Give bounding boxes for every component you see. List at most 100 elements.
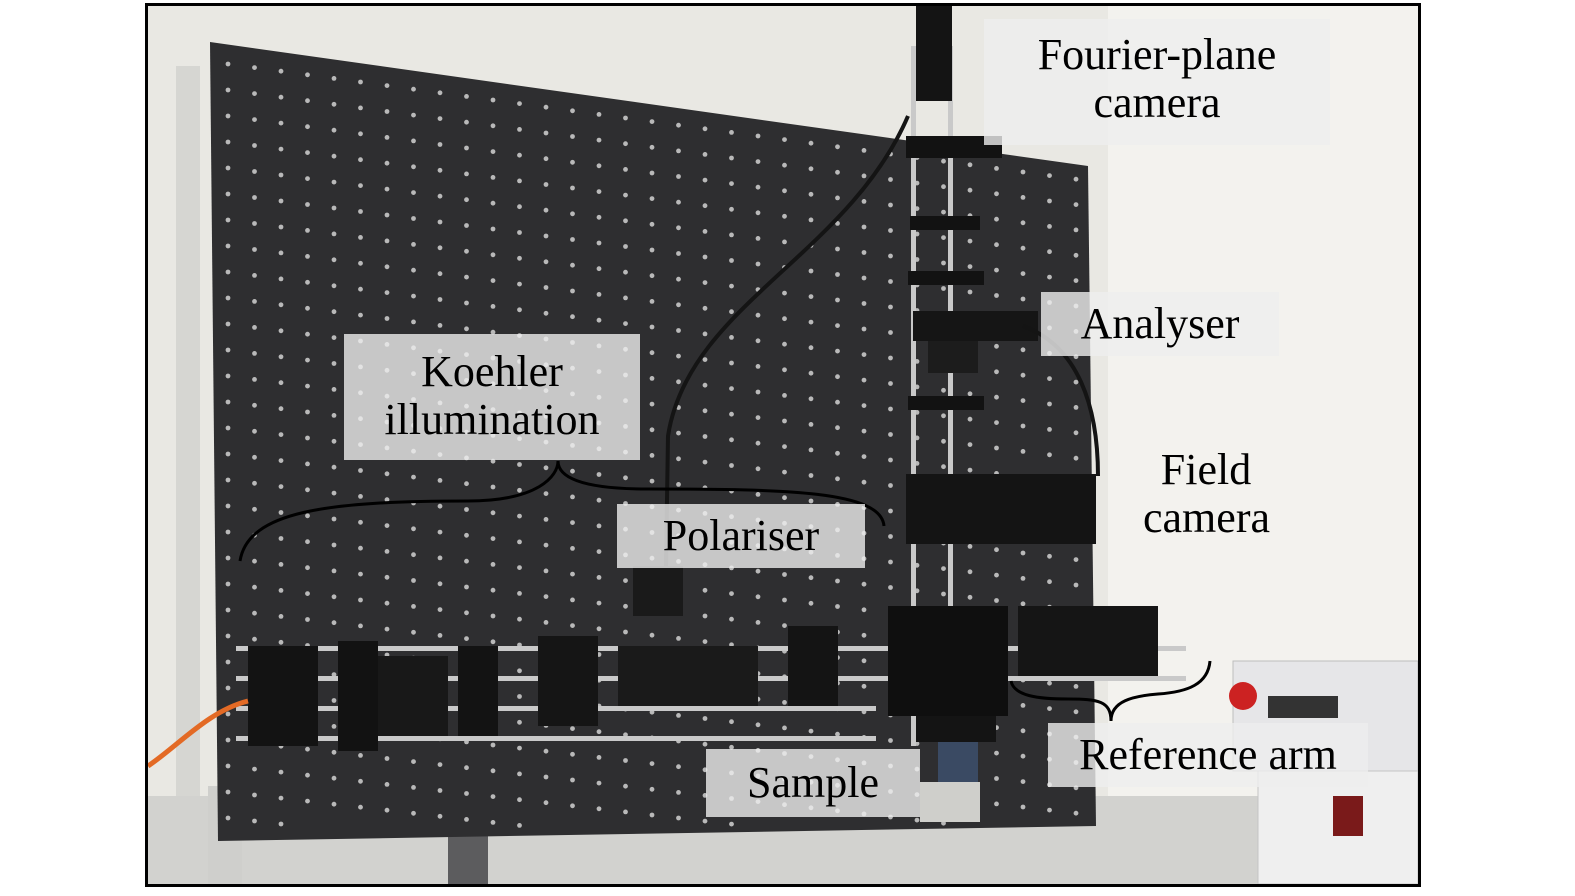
breadboard-hole [464,248,469,254]
label-polariser: Polariser [617,504,865,568]
breadboard-hole [649,119,655,124]
breadboard-hole [331,568,337,574]
breadboard-hole [225,555,231,561]
breadboard-hole [437,142,443,147]
breadboard-hole [437,297,443,302]
breadboard-hole [994,191,999,197]
breadboard-hole [914,817,920,823]
breadboard-hole [1020,195,1026,200]
breadboard-hole [490,768,496,774]
breadboard-hole [225,685,231,691]
breadboard-hole [543,233,549,239]
optical-fiber [148,698,249,769]
breadboard-hole [1073,582,1079,588]
breadboard-hole [596,266,602,272]
breadboard-hole [649,453,655,458]
breadboard-hole [888,457,893,463]
breadboard-hole [835,195,840,201]
label-koehler-line1: Koehler [421,347,563,396]
breadboard-hole [702,331,708,337]
breadboard-hole [702,229,708,234]
breadboard-hole [305,591,310,596]
breadboard-hole [570,803,575,809]
breadboard-hole [994,369,999,375]
breadboard-hole [490,226,496,232]
breadboard-hole [755,466,761,472]
breadboard-hole [649,786,655,792]
breadboard-hole [358,804,363,810]
breadboard-hole [252,351,257,356]
breadboard-hole [225,139,231,145]
breadboard-hole [490,175,496,180]
breadboard-hole [1020,779,1026,784]
breadboard-hole [305,617,310,622]
breadboard-hole [808,191,814,197]
breadboard-hole [808,268,814,274]
breadboard-hole [225,87,231,93]
breadboard-hole [835,272,840,277]
breadboard-hole [1047,680,1052,686]
breadboard-hole [225,295,231,301]
breadboard-hole [225,607,231,613]
breadboard-hole [967,391,973,397]
breadboard-hole [517,668,522,674]
breadboard-hole [994,216,999,222]
breadboard-hole [411,604,416,609]
breadboard-hole [411,138,416,144]
breadboard-hole [225,451,231,457]
breadboard-hole [305,279,310,285]
breadboard-hole [437,581,443,587]
breadboard-hole [835,374,840,380]
breadboard-hole [835,169,840,175]
breadboard-hole [702,357,708,362]
breadboard-hole [490,562,496,567]
breadboard-hole [755,568,761,574]
breadboard-hole [411,526,416,532]
breadboard-hole [1073,709,1079,715]
breadboard-hole [782,393,787,398]
breadboard-hole [888,432,893,437]
breadboard-hole [861,607,867,613]
breadboard-hole [543,207,549,213]
breadboard-hole [252,506,257,512]
breadboard-hole [702,254,708,260]
breadboard-hole [1020,271,1026,276]
breadboard-hole [623,295,628,301]
breadboard-hole [888,508,893,514]
breadboard-hole [305,435,310,441]
breadboard-hole [252,65,257,70]
breadboard-hole [729,283,734,289]
breadboard-hole [411,578,416,583]
breadboard-hole [702,382,708,388]
breadboard-hole [331,464,337,470]
label-field-camera: Field camera [1143,446,1270,548]
breadboard-hole [596,600,602,606]
breadboard-hole [702,203,708,209]
breadboard-hole [358,183,363,189]
breadboard-hole [437,193,443,199]
breadboard-hole [384,238,390,244]
breadboard-hole [331,516,337,522]
breadboard-hole [782,137,787,143]
breadboard-hole [225,815,231,821]
breadboard-hole [702,613,708,619]
label-reference-arm: Reference arm [1048,723,1368,787]
breadboard-hole [278,120,284,126]
breadboard-hole [1020,169,1026,175]
breadboard-hole [1020,296,1026,302]
breadboard-hole [278,795,284,801]
breadboard-hole [729,258,734,263]
breadboard-hole [702,434,708,439]
breadboard-hole [755,210,761,216]
breadboard-hole [570,726,575,731]
breadboard-hole [570,262,575,268]
breadboard-hole [517,719,522,725]
breadboard-hole [543,104,549,110]
breadboard-hole [702,587,708,593]
breadboard-hole [252,299,257,304]
breadboard-hole [358,105,363,111]
breadboard-hole [782,213,787,219]
breadboard-hole [278,639,284,645]
breadboard-hole [596,497,602,503]
breadboard-hole [596,137,602,143]
